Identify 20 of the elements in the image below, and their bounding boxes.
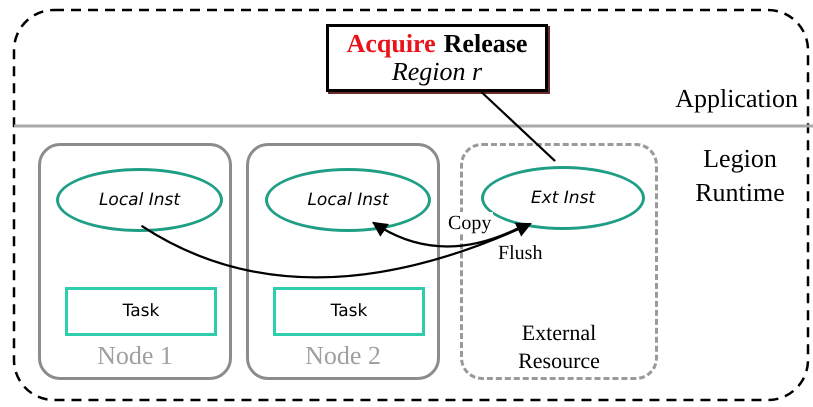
operation-label: Release: [444, 30, 528, 58]
node-box: [38, 143, 232, 380]
layer-label: Legion Runtime: [694, 143, 786, 209]
resource-label: External Resource: [517, 319, 601, 375]
arrow: [140, 222, 532, 278]
task-box: [273, 287, 425, 336]
region-label: Region r: [392, 58, 482, 86]
task-box: [65, 287, 217, 336]
operation-label: Acquire: [346, 30, 436, 58]
task-label: Task: [122, 300, 160, 323]
instance-label: Ext Inst: [530, 187, 596, 210]
task-label: Task: [330, 300, 368, 323]
instance-label: Local Inst: [98, 189, 180, 212]
resource-label: Node 1: [96, 340, 174, 372]
resource-label: Node 2: [304, 340, 382, 372]
operation-box: [326, 24, 548, 92]
node-box: [246, 143, 440, 380]
edge-label: Copy: [446, 212, 494, 234]
layer-label: Application: [675, 83, 798, 115]
instance-label: Local Inst: [307, 189, 389, 212]
